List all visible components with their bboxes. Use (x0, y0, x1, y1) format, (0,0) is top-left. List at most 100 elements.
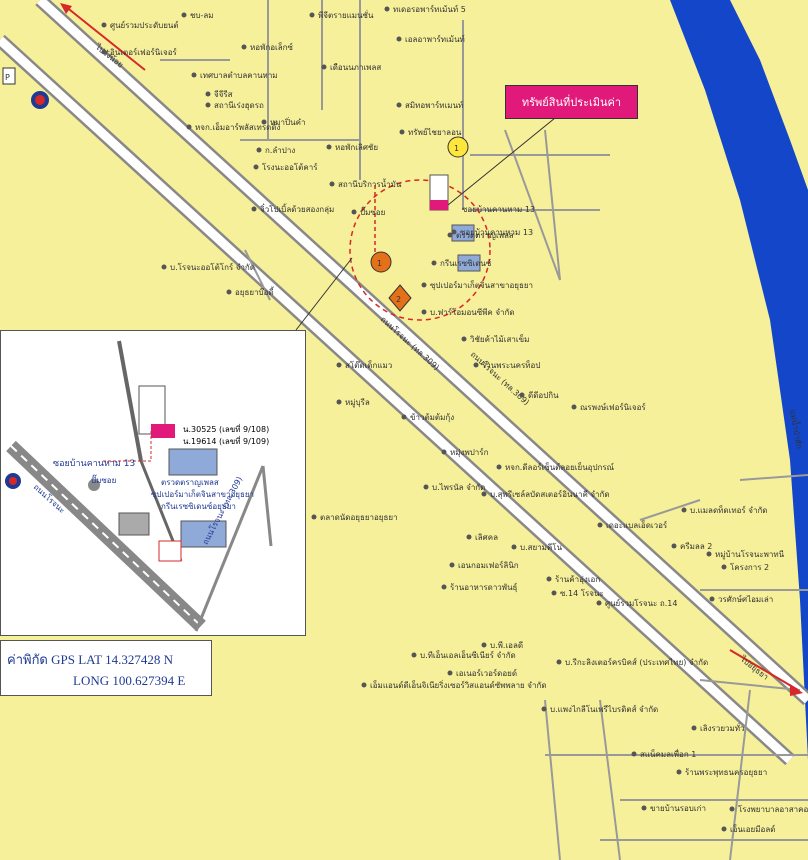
place-dot-icon (401, 414, 407, 420)
place-label: หมุ่งพปาร์ก (450, 447, 489, 457)
place-label: หมู่บ้านโรจนะพาทนี (715, 549, 785, 560)
inset-pointer (295, 257, 353, 331)
place-label: เดือนนภาเพลส (330, 63, 381, 72)
place-dot-icon (384, 6, 390, 12)
place-label: ครีมลล 2 (680, 542, 712, 551)
place-label: บ.สยามคีโน (520, 542, 563, 552)
svg-text:P: P (5, 73, 10, 82)
place-label: บ.รีกะลิงเตอร์ครบิคส์ (ประเทศไทย) จำกัด (565, 657, 708, 667)
place-dot-icon (481, 491, 487, 497)
place-label: บ.แมลดท็ดเทอร์ จำกัด (690, 505, 768, 515)
place-4: พีจีตรายแมนชั่น (309, 9, 374, 20)
place-dot-icon (226, 289, 232, 295)
place-39: บ.สุพรีเซล์ลบัดสเตอร์อินนาคี จำกัด (481, 489, 610, 499)
place-52: บ.รีกะลิงเตอร์ครบิคส์ (ประเทศไทย) จำกัด (556, 657, 708, 667)
place-label: เดอะแบลเอ็ดเวอร์ (606, 520, 668, 530)
place-dot-icon (411, 652, 417, 658)
place-57: ร้านพระพุทธนครอยุธยา (676, 768, 767, 777)
place-dot-icon (641, 805, 647, 811)
place-label: อินเตอร์เฟอร์นิเจอร์ (110, 47, 178, 57)
place-dot-icon (571, 404, 577, 410)
place-label: บ.โรจนะออโต้โกร์ จำกัด (170, 262, 255, 272)
place-dot-icon (631, 751, 637, 757)
place-37: หจก.ดีลอร์เซ็นต์ลอยเย็นอุปกรณ์ (496, 462, 615, 472)
place-5: ทเดอรอพาร์ทเม้นท์ 5 (384, 4, 466, 14)
gps-lat: ค่าพิกัด GPS LAT 14.327428 N (7, 652, 173, 667)
subject-marker[interactable]: 1 (447, 136, 469, 158)
place-46: ร้านค้าอุ่งเอก (546, 575, 600, 584)
place-40: ตลาดนัดอยุธยาอยุธยา (311, 513, 398, 522)
place-label: บ.ไพรนัล จำกัด (432, 483, 485, 492)
fuel-station-icon (31, 91, 49, 109)
inset-station-icon (88, 479, 100, 491)
place-10: เดือนนภาเพลส (321, 63, 381, 72)
place-label: ร้านอาหารดาวพันธุ์ (450, 582, 518, 592)
place-3: ชบ-ลม (181, 11, 214, 20)
photo-point-2[interactable]: 2 (388, 284, 412, 312)
place-19: สถานีบริการน้ำมัน (329, 178, 402, 189)
place-dot-icon (511, 544, 517, 550)
place-dot-icon (596, 600, 602, 606)
place-label: บ.ทีเอ็นเอลเอ็นซีเนียร์ จำกัด (420, 650, 516, 660)
river (670, 0, 808, 860)
place-51: เอเนอร์เวอร์ดอยด์ (447, 668, 517, 678)
place-6: หอพักอเล็กซ์ (241, 42, 293, 52)
place-label: ศูนย์รวมโรจนะ ถ.14 (605, 598, 677, 609)
place-dot-icon (311, 514, 317, 520)
place-label: สถานีเร่งฮุดรถ (214, 101, 264, 110)
place-21: ซอยบ้านคานหาม 13 (451, 228, 533, 237)
place-label: เลิงรวยวมทั่ว (700, 722, 745, 733)
place-59: ครีมลล 2 (671, 542, 712, 551)
place-dot-icon (466, 534, 472, 540)
place-36: หมุ่งพปาร์ก (441, 447, 489, 457)
place-17: ก.ลำปาง (256, 146, 295, 155)
place-label: หอพักเลิศชัย (335, 143, 378, 152)
place-dot-icon (721, 564, 727, 570)
place-dot-icon (361, 682, 367, 688)
place-label: เอนกอมเฟอร์ลินิก (458, 560, 519, 570)
place-label: หมู่บุรีล (345, 398, 370, 408)
place-label: ซอยบ้านคานหาม 13 (460, 228, 533, 237)
place-label: ณรพงษ์เฟอร์นิเจอร์ (580, 402, 646, 412)
inset-deed-2: น.19614 (เลขที่ 9/109) (183, 437, 270, 446)
place-34: ข้าวต้มต้มกุ้ง (401, 413, 454, 422)
place-64: เอ็นเอยมีอลด์ (721, 824, 775, 834)
place-30: ร้านพระนครท็อป (473, 360, 540, 370)
place-43: บ.สยามคีโน (511, 542, 563, 552)
place-label: จิ๋วโปเบิ้ลด้วยสองกลุ่ม (260, 203, 335, 214)
inset-soi-road (117, 340, 143, 462)
photo-point-1[interactable]: 1 (370, 251, 392, 273)
place-dot-icon (706, 551, 712, 557)
place-label: ร้านพระนครท็อป (482, 360, 540, 370)
place-61: โครงการ 2 (721, 562, 769, 572)
place-dot-icon (101, 49, 107, 55)
inset-building-2 (118, 512, 150, 536)
minor-roads (160, 0, 808, 860)
place-label: ซ.14 โรจนะ (560, 588, 604, 598)
place-dot-icon (256, 147, 262, 153)
place-dot-icon (496, 464, 502, 470)
place-23: จิ๋วโปเบิ้ลด้วยสองกลุ่ม (251, 203, 335, 214)
place-labels: ศูนย์รวมประดับยนต์อินเตอร์เฟอร์นิเจอร์ชบ… (101, 4, 808, 834)
place-dot-icon (396, 36, 402, 42)
place-dot-icon (473, 362, 479, 368)
place-dot-icon (431, 260, 437, 266)
place-dot-icon (186, 124, 192, 130)
place-label: สแน็คมลเพื่อก 1 (640, 748, 696, 759)
place-15: ทรัพย์ไชยาลอน (399, 127, 462, 137)
place-dot-icon (461, 336, 467, 342)
place-label: หอพักอเล็กซ์ (250, 42, 293, 52)
place-18: โรงนะออโต้คาร์ (253, 162, 318, 172)
place-44: เอนกอมเฟอร์ลินิก (449, 560, 519, 570)
place-63: โรงพยาบาลอาสาคอยต์ (729, 804, 808, 814)
place-label: เทศบาลตำบลคานหาม (200, 71, 278, 80)
place-22: ตรวดตราญเพลส (447, 231, 514, 240)
place-label: หมาปิ่นคำ (270, 116, 305, 127)
place-label: สถานีบริการน้ำมัน (338, 178, 402, 189)
place-label: ทเดอรอพาร์ทเม้นท์ 5 (393, 4, 466, 14)
place-dot-icon (421, 282, 427, 288)
inset-subject-plot (151, 424, 175, 438)
place-14: หมาปิ่นคำ (261, 116, 305, 127)
place-label: จีจีรีส (214, 90, 233, 99)
place-label: โครงการ 2 (730, 562, 769, 572)
